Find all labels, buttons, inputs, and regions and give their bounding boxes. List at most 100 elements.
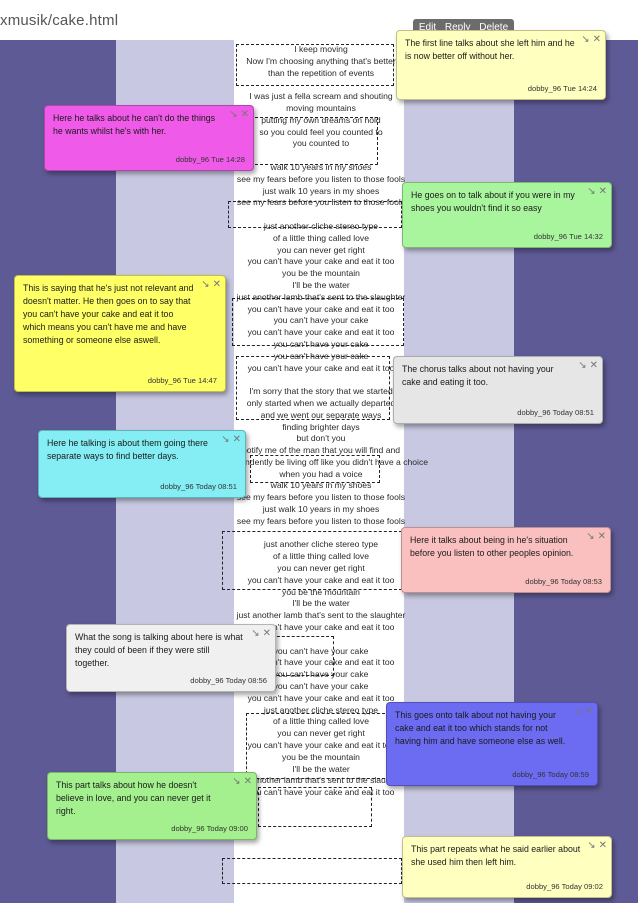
note-meta: dobby_96 Tue 14:32 bbox=[533, 232, 603, 241]
url-text[interactable]: xmusik/cake.html bbox=[0, 12, 119, 29]
lyric-line: you can't have your cake and eat it too bbox=[247, 574, 395, 585]
reply-button[interactable]: Reply bbox=[444, 22, 471, 33]
note-meta: dobby_96 Tue 14:47 bbox=[147, 376, 217, 385]
lyric-line: I'll be the water bbox=[292, 763, 350, 774]
highlight-9[interactable] bbox=[246, 713, 390, 779]
lyric-line: you can't have your cake and eat it too bbox=[247, 622, 395, 633]
close-icon[interactable]: ✕ bbox=[597, 531, 606, 542]
lyric-line: just another lamb that's sent to the sla… bbox=[236, 775, 406, 786]
lyric-line: walk 10 years in my shoes bbox=[270, 480, 372, 491]
sticky-note-1[interactable]: ↘✕ The first line talks about she left h… bbox=[396, 30, 606, 100]
close-icon[interactable]: ✕ bbox=[598, 186, 607, 197]
note-text: This part repeats what he said earlier a… bbox=[411, 844, 581, 867]
highlight-4[interactable] bbox=[232, 298, 404, 346]
lyric-line: finding brighter days bbox=[282, 421, 360, 432]
reply-icon[interactable]: ↘ bbox=[201, 279, 210, 290]
lyric-line: you be the mountain bbox=[282, 751, 360, 762]
note-text: What the song is talking about here is w… bbox=[75, 632, 243, 668]
close-icon[interactable]: ✕ bbox=[240, 109, 249, 120]
close-icon[interactable]: ✕ bbox=[589, 360, 598, 371]
lyric-line: just another lamb that's sent to the sla… bbox=[236, 291, 406, 302]
close-icon[interactable]: ✕ bbox=[243, 776, 252, 787]
highlight-1[interactable] bbox=[236, 44, 394, 86]
highlight-8[interactable] bbox=[272, 636, 334, 676]
lyric-line: you can't have your cake bbox=[273, 645, 369, 656]
sticky-note-7[interactable]: ↘✕ Here it talks about being in he's sit… bbox=[401, 527, 611, 593]
lyric-line: see my fears before you listen to those … bbox=[236, 515, 406, 526]
reply-icon[interactable]: ↘ bbox=[573, 706, 582, 717]
sticky-note-11[interactable]: ↘✕ This part repeats what he said earlie… bbox=[402, 836, 612, 898]
lyric-line: I keep moving bbox=[294, 44, 348, 54]
highlight-7[interactable] bbox=[222, 531, 402, 590]
note-controls: ↘✕ bbox=[583, 530, 606, 543]
sticky-note-6[interactable]: ↘✕ Here he talking is about them going t… bbox=[38, 430, 246, 498]
reply-icon[interactable]: ↘ bbox=[587, 186, 596, 197]
sticky-note-4[interactable]: ↘✕ This is saying that he's just not rel… bbox=[14, 275, 226, 392]
note-controls: ↘✕ bbox=[218, 433, 241, 446]
close-icon[interactable]: ✕ bbox=[598, 840, 607, 851]
close-icon[interactable]: ✕ bbox=[262, 628, 271, 639]
lyric-line: you can never get right bbox=[277, 728, 365, 739]
lyric-line: only started when we actually departed bbox=[246, 397, 396, 408]
lyric-line: I'm sorry that the story that we started bbox=[249, 386, 393, 397]
lyric-line: you can never get right bbox=[277, 563, 365, 574]
close-icon[interactable]: ✕ bbox=[212, 279, 221, 290]
sticky-note-5[interactable]: ↘✕ The chorus talks about not having you… bbox=[393, 356, 603, 424]
note-meta: dobby_96 Today 08:51 bbox=[517, 408, 594, 417]
lyric-line: just another cliche stereo type bbox=[263, 704, 379, 715]
note-meta: dobby_96 Today 09:02 bbox=[526, 882, 603, 891]
lyric-line: just another cliche stereo type bbox=[263, 539, 379, 550]
highlight-6[interactable] bbox=[250, 455, 380, 483]
edit-button[interactable]: Edit bbox=[418, 22, 437, 33]
close-icon[interactable]: ✕ bbox=[232, 434, 241, 445]
lyric-line: you can't have your cake bbox=[273, 669, 369, 680]
lyric-line: see my fears before you listen to those … bbox=[236, 492, 406, 503]
reply-icon[interactable]: ↘ bbox=[581, 34, 590, 45]
lyric-line: you counted to bbox=[292, 138, 350, 149]
note-text: This part talks about how he doesn't bel… bbox=[56, 780, 211, 816]
note-controls: ↘✕ bbox=[198, 278, 221, 291]
close-icon[interactable]: ✕ bbox=[584, 706, 593, 717]
highlight-11[interactable] bbox=[222, 858, 402, 884]
delete-button[interactable]: Delete bbox=[479, 22, 509, 33]
highlight-2[interactable] bbox=[250, 117, 378, 165]
reply-icon[interactable]: ↘ bbox=[229, 109, 238, 120]
reply-icon[interactable]: ↘ bbox=[251, 628, 260, 639]
sticky-note-3[interactable]: ↘✕ He goes on to talk about if you were … bbox=[402, 182, 612, 248]
reply-icon[interactable]: ↘ bbox=[586, 531, 595, 542]
note-text: Here he talks about he can't do the thin… bbox=[53, 113, 216, 136]
lyric-line: of a little thing called love bbox=[272, 551, 370, 562]
reply-icon[interactable]: ↘ bbox=[232, 776, 241, 787]
note-meta: dobby_96 Tue 14:28 bbox=[175, 155, 245, 164]
lyric-line: I'll be the water bbox=[292, 598, 350, 609]
close-icon[interactable]: ✕ bbox=[592, 34, 601, 45]
note-text: This is saying that he's just not releva… bbox=[23, 283, 194, 345]
note-meta: dobby_96 Today 09:00 bbox=[171, 824, 248, 833]
reply-icon[interactable]: ↘ bbox=[587, 840, 596, 851]
note-controls: ↘✕ bbox=[578, 33, 601, 46]
sticky-note-2[interactable]: ↘✕ Here he talks about he can't do the t… bbox=[44, 105, 254, 171]
sticky-note-10[interactable]: ↘✕ This part talks about how he doesn't … bbox=[47, 772, 257, 840]
note-meta: dobby_96 Today 08:56 bbox=[190, 676, 267, 685]
sticky-note-9[interactable]: ↘✕ This goes onto talk about not having … bbox=[386, 702, 598, 786]
reply-icon[interactable]: ↘ bbox=[221, 434, 230, 445]
note-controls: ↘✕ bbox=[226, 108, 249, 121]
reply-icon[interactable]: ↘ bbox=[578, 360, 587, 371]
note-text: Here he talking is about them going ther… bbox=[47, 438, 208, 461]
lyric-line: but don't you bbox=[296, 433, 346, 444]
lyric-line: just another lamb that's sent to the sla… bbox=[236, 610, 406, 621]
note-meta: dobby_96 Today 08:51 bbox=[160, 482, 237, 491]
lyric-line: you can't have your cake and eat it too bbox=[247, 256, 395, 267]
note-text: Here it talks about being in he's situat… bbox=[410, 535, 574, 558]
highlight-3[interactable] bbox=[228, 201, 402, 228]
note-controls: ↘✕ bbox=[570, 705, 593, 718]
lyric-line: you can't have your cake bbox=[273, 315, 369, 326]
highlight-10[interactable] bbox=[258, 787, 372, 827]
lyric-line: you can't have your cake bbox=[273, 350, 369, 361]
lyric-line: you can't have your cake and eat it too bbox=[247, 327, 395, 338]
note-text: He goes on to talk about if you were in … bbox=[411, 190, 575, 213]
highlight-5[interactable] bbox=[236, 356, 390, 420]
note-controls: ↘✕ bbox=[229, 775, 252, 788]
sticky-note-8[interactable]: ↘✕ What the song is talking about here i… bbox=[66, 624, 276, 692]
note-meta: dobby_96 Tue 14:24 bbox=[527, 84, 597, 93]
